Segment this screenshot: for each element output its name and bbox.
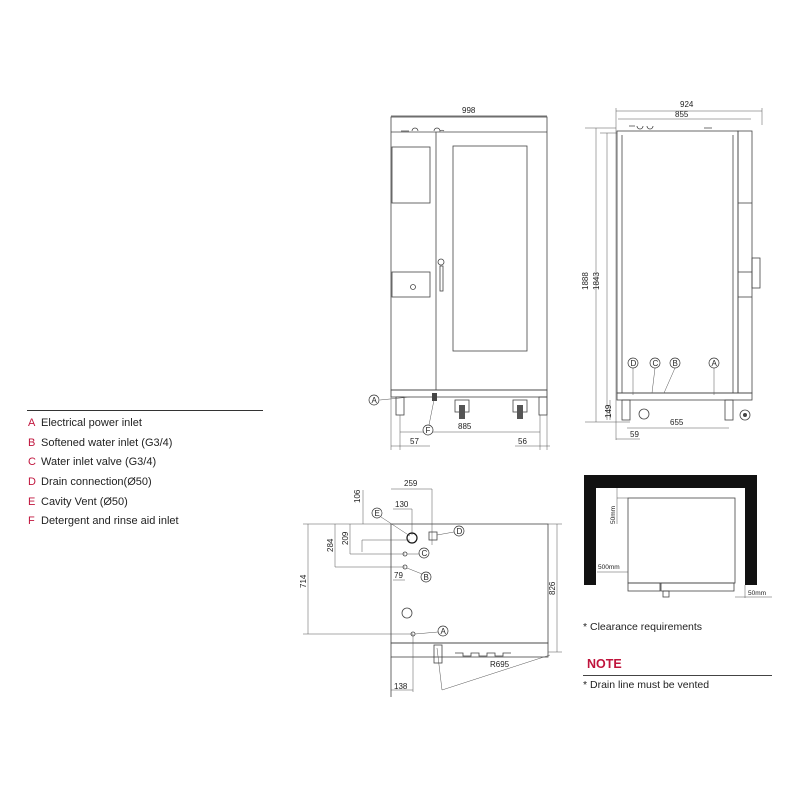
callout-d-top: D [436, 525, 465, 537]
dim-106: 106 [353, 489, 362, 503]
dim-209: 209 [341, 531, 350, 545]
svg-text:B: B [424, 573, 429, 582]
control-knob-icon [410, 284, 416, 290]
svg-text:D: D [631, 359, 637, 368]
dim-front-feet: 885 [458, 422, 472, 431]
callout-b-side: B [663, 357, 681, 394]
dim-side-total-depth: 924 [680, 100, 694, 109]
callout-a-side: A [708, 357, 720, 395]
svg-text:B: B [673, 359, 678, 368]
callout-d-side: D [627, 357, 639, 395]
svg-text:A: A [712, 359, 718, 368]
dim-side-body-depth: 855 [675, 110, 689, 119]
note-text: * Drain line must be vented [583, 679, 710, 691]
side-view: 924 855 1888 1843 149 655 59 D C B A [581, 100, 763, 440]
callout-b-top: B [406, 567, 432, 583]
dim-714: 714 [299, 574, 308, 588]
clearance-caption: * Clearance requirements [583, 621, 703, 633]
svg-text:F: F [426, 426, 431, 435]
dim-side-body-height: 1843 [592, 272, 601, 290]
dim-front-width: 998 [462, 106, 476, 115]
svg-text:D: D [457, 527, 463, 536]
dim-826: 826 [548, 581, 557, 595]
svg-text:C: C [422, 549, 428, 558]
dim-door-radius: R695 [490, 660, 510, 669]
dim-138: 138 [394, 682, 408, 691]
dim-front-left: 57 [410, 437, 419, 446]
clearance-right: 50mm [748, 590, 766, 597]
callout-f-front: F [422, 399, 435, 436]
svg-text:A: A [372, 396, 378, 405]
callout-c-top: C [407, 547, 430, 559]
dim-130: 130 [395, 500, 409, 509]
svg-text:C: C [653, 359, 659, 368]
dim-side-base-height: 149 [604, 404, 613, 418]
dim-side-feet: 655 [670, 418, 684, 427]
top-view: R695 259 106 130 714 284 209 79 826 138 … [299, 479, 562, 697]
callout-c-side: C [649, 357, 661, 394]
front-view: 998 885 57 56 A F [368, 106, 550, 450]
callout-a-front: A [368, 394, 411, 406]
dim-79: 79 [394, 571, 403, 580]
svg-text:E: E [375, 509, 380, 518]
wall-shape [584, 475, 757, 585]
note-title: NOTE [587, 657, 622, 671]
dim-284: 284 [326, 538, 335, 552]
dim-front-right: 56 [518, 437, 527, 446]
callout-e-top: E [371, 507, 411, 537]
clearance-diagram: 50mm 500mm 50mm [584, 475, 772, 598]
clearance-left: 500mm [598, 564, 620, 571]
note-divider [583, 675, 772, 676]
clearance-top: 50mm [610, 506, 617, 524]
dim-side-front-offset: 59 [630, 430, 639, 439]
svg-text:A: A [441, 627, 447, 636]
dim-259: 259 [404, 479, 418, 488]
dim-side-total-height: 1888 [581, 272, 590, 290]
callout-a-top: A [414, 625, 449, 637]
